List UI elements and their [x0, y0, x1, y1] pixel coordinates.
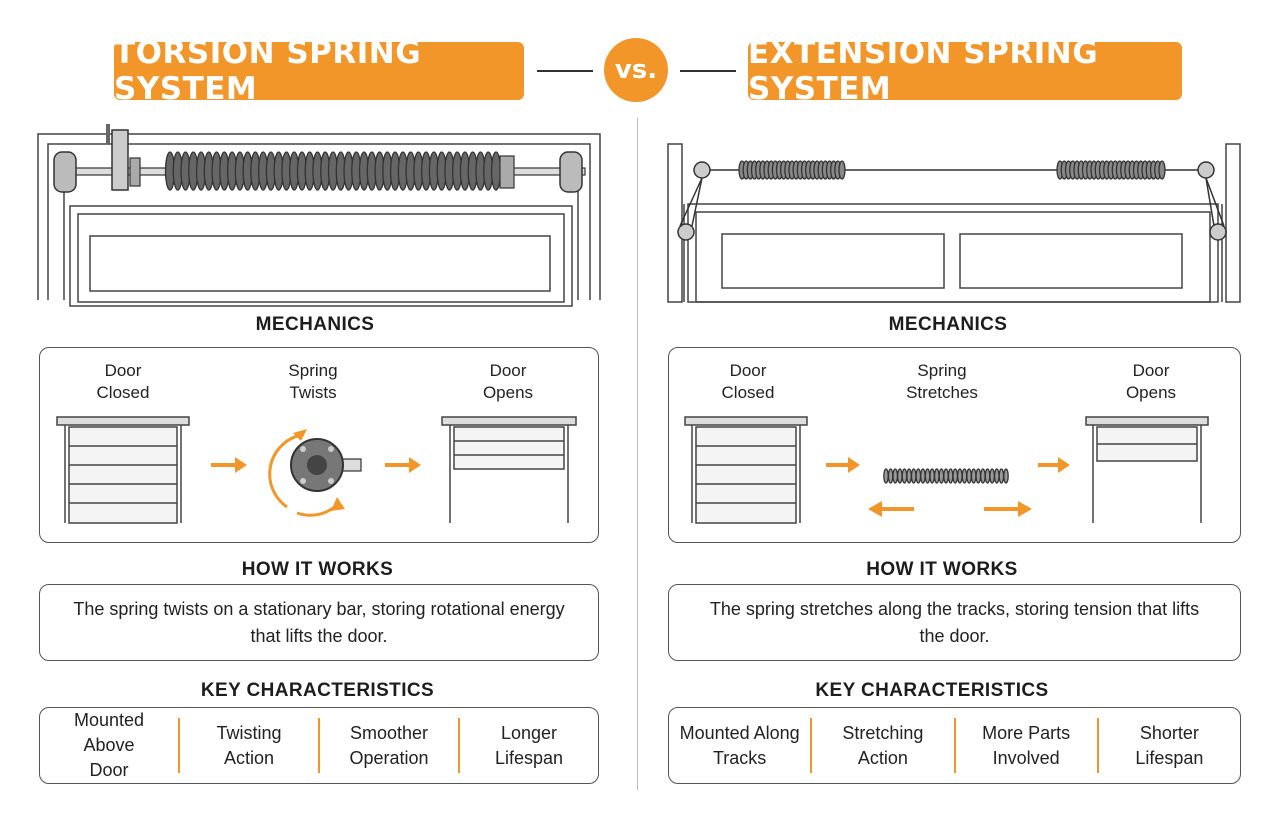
spring-coil [980, 468, 986, 484]
spring-coil [1158, 160, 1166, 180]
spring-coil [924, 468, 931, 484]
torsion-step-door-closed: Door Closed [96, 361, 150, 402]
extension-key-item: Mounted Along Tracks [679, 722, 800, 768]
extension-key-item: Shorter Lifespan [1135, 722, 1204, 768]
door-closed-icon [56, 416, 190, 524]
spring-coil [952, 468, 959, 484]
spring-coil [896, 468, 903, 484]
spring-coil [947, 468, 954, 484]
arrow-right-icon [826, 457, 860, 473]
spring-coil [1003, 468, 1009, 484]
torsion-how-box: The spring twists on a stationary bar, s… [39, 584, 599, 661]
arrow-right-icon [1038, 457, 1070, 473]
spring-coil [966, 468, 972, 484]
vs-line-right [680, 70, 736, 72]
vs-line-left [537, 70, 593, 72]
key-separator [953, 718, 956, 773]
spring-coil [984, 468, 991, 484]
extension-key-item: More Parts Involved [982, 722, 1071, 768]
vs-badge: vs. [604, 38, 668, 102]
torsion-key-item: Longer Lifespan [494, 722, 564, 768]
spring-cone-icon [290, 438, 362, 492]
key-separator [318, 718, 320, 773]
vs-label: vs. [614, 55, 658, 85]
spring-coil [961, 468, 968, 484]
extension-spring-icon [883, 468, 1009, 484]
stretch-arrow-left-icon [868, 501, 914, 517]
extension-key-item: Stretching Action [842, 722, 924, 768]
spring-coil [920, 468, 926, 484]
torsion-key-item: Twisting Action [216, 722, 282, 768]
spring-coil [901, 468, 908, 484]
extension-key-heading: KEY CHARACTERISTICS [815, 680, 1049, 701]
spring-coil [887, 468, 894, 484]
torsion-key-heading: KEY CHARACTERISTICS [200, 680, 435, 701]
spring-coil [892, 468, 899, 484]
spring-coil [929, 468, 936, 484]
spring-coil [989, 468, 996, 484]
spring-coil [956, 468, 963, 484]
spring-coil [975, 468, 982, 484]
extension-how-text: The spring stretches along the tracks, s… [709, 598, 1200, 646]
key-separator [178, 718, 180, 773]
door-closed-icon [684, 416, 808, 524]
spring-coil [915, 468, 922, 484]
key-separator [810, 718, 813, 773]
torsion-how-heading: HOW IT WORKS [241, 559, 394, 580]
spring-coil [943, 468, 949, 484]
extension-title-badge: EXTENSION SPRING SYSTEM [748, 35, 1182, 107]
torsion-garage-illustration [37, 124, 601, 307]
key-separator [1096, 718, 1099, 773]
spring-coil [490, 151, 502, 191]
spring-coil [933, 468, 940, 484]
extension-title: EXTENSION SPRING SYSTEM [748, 35, 1099, 107]
extension-step-door-opens: Door Opens [1125, 361, 1177, 402]
spring-coil [906, 468, 912, 484]
spring-coil [998, 468, 1005, 484]
extension-key-box: Mounted Along Tracks Stretching Action M… [668, 707, 1241, 784]
arrow-right-icon [211, 457, 247, 473]
extension-mechanics-heading: MECHANICS [888, 314, 1008, 335]
torsion-spring [164, 151, 502, 191]
spring-coil [838, 160, 846, 180]
door-open-icon [441, 416, 577, 523]
spring-coil [938, 468, 945, 484]
column-divider [637, 118, 638, 790]
torsion-key-item: Smoother Operation [349, 722, 429, 768]
torsion-mechanics-diagram [56, 416, 577, 524]
torsion-title: TORSION SPRING SYSTEM [114, 35, 422, 107]
torsion-key-box: Mounted Above Door Twisting Action Smoot… [39, 707, 599, 784]
torsion-how-text: The spring twists on a stationary bar, s… [73, 598, 565, 646]
torsion-mechanics-heading: MECHANICS [255, 314, 375, 335]
extension-mechanics-diagram [684, 416, 1209, 524]
stretch-arrow-right-icon [984, 501, 1032, 517]
extension-springs [738, 160, 1166, 180]
arrow-right-icon [385, 457, 421, 473]
torsion-title-badge: TORSION SPRING SYSTEM [114, 35, 524, 107]
door-open-icon [1085, 416, 1209, 523]
extension-garage-illustration [667, 143, 1241, 303]
extension-how-heading: HOW IT WORKS [866, 559, 1018, 580]
torsion-step-door-opens: Door Opens [482, 361, 534, 402]
extension-step-door-closed: Door Closed [721, 361, 775, 402]
key-separator [458, 718, 460, 773]
spring-coil [910, 468, 917, 484]
torsion-step-spring-twists: Spring Twists [288, 361, 338, 402]
spring-coil [970, 468, 977, 484]
torsion-key-item: Mounted Above Door [73, 710, 145, 780]
spring-coil [883, 468, 889, 484]
extension-how-box: The spring stretches along the tracks, s… [668, 584, 1241, 661]
spring-coil [993, 468, 1000, 484]
extension-step-spring-stretches: Spring Stretches [906, 361, 978, 402]
